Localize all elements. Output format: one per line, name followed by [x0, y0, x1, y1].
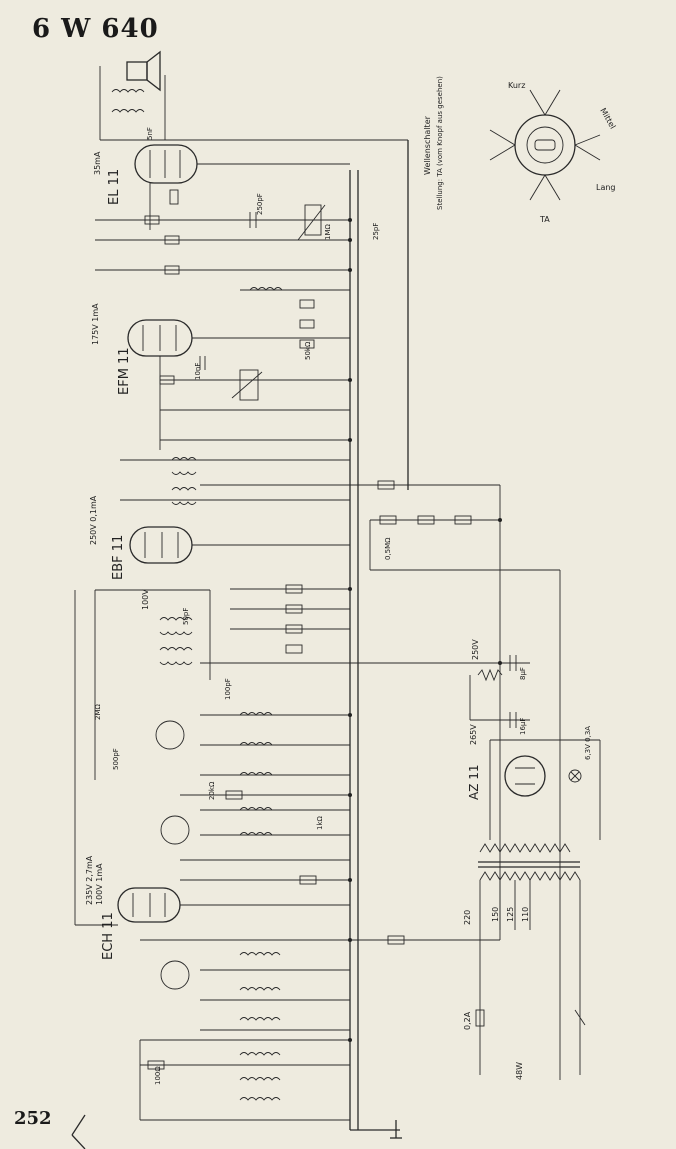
- detector-components: [200, 480, 561, 1080]
- efm11-label: EFM 11: [117, 347, 132, 395]
- cap-label-6: 25pF: [372, 223, 380, 240]
- az11-label: AZ 11: [467, 764, 481, 800]
- mains-125-label: 125: [506, 907, 515, 922]
- cap-label-5: 100pF: [224, 678, 232, 700]
- if-transformer-2: [94, 589, 211, 780]
- switch-ta-label: TA: [539, 215, 550, 224]
- az11-tube-icon: [489, 739, 601, 840]
- resistor-label-1: 1MΩ: [324, 224, 332, 240]
- wave-switch-diagram: [489, 89, 601, 201]
- switch-kurz-label: Kurz: [508, 81, 525, 90]
- antenna-input-icon: [71, 1114, 86, 1149]
- pilot-lamp-label: 6,3V 0,3A: [584, 726, 592, 760]
- el11-current-label: 35mA: [93, 151, 102, 175]
- resistor-label-7: 1kΩ: [316, 815, 324, 830]
- output-stage-components: [95, 189, 350, 291]
- switch-mittel-label: Mittel: [598, 107, 617, 131]
- hv-line: [200, 655, 530, 728]
- fuse-label: 0,2A: [463, 1011, 472, 1030]
- ech11-label: ECH 11: [101, 912, 116, 960]
- mains-transformer-icon: [475, 843, 586, 1075]
- model-title: 6 W 640: [32, 14, 159, 44]
- wave-switch-title: Wellenschalter: [423, 115, 432, 175]
- el11-label: EL 11: [107, 169, 122, 205]
- cap-label-1: 250pF: [256, 193, 264, 215]
- ground-bus: [349, 140, 409, 1139]
- resistor-label-5: 100Ω: [154, 1066, 162, 1085]
- ebf11-tube-icon: [129, 526, 350, 564]
- mains-110-label: 110: [521, 907, 530, 922]
- switch-lang-label: Lang: [596, 183, 616, 192]
- cap-label-2: 5nF: [146, 127, 154, 140]
- cap-label-8: 8μF: [519, 667, 527, 680]
- hv-voltage-label: 250V: [471, 639, 480, 660]
- af-stage-components: [159, 299, 350, 441]
- cap-label-3: 10nF: [194, 363, 202, 380]
- mains-150-label: 150: [491, 907, 500, 922]
- loudspeaker-icon: [99, 50, 408, 141]
- ech11-osc-label: 100V 1mA: [95, 863, 104, 905]
- ebf11-grid-label: 100V: [141, 589, 150, 610]
- tuning-coils: [155, 712, 350, 885]
- cap-label-4: 50pF: [182, 608, 190, 625]
- agc-resistor: [387, 935, 405, 945]
- ebf11-label: EBF 11: [111, 535, 126, 580]
- cap-label-7: 500pF: [112, 748, 120, 770]
- power-label: 48W: [515, 1062, 524, 1080]
- resistor-label-6: 20kΩ: [208, 781, 216, 800]
- az11-voltage-label: 265V: [469, 724, 478, 745]
- ech11-current-label: 235V 2,7mA: [85, 855, 94, 905]
- junction-dots: [348, 218, 502, 1042]
- efm11-current-label: 175V 1mA: [91, 303, 100, 345]
- switch-position-note: Stellung: TA (vom Knopf aus gesehen): [436, 76, 444, 210]
- el11-tube-icon: [134, 144, 350, 230]
- efm11-tube-icon: [127, 319, 350, 450]
- ebf11-current-label: 250V 0,1mA: [89, 495, 98, 545]
- resistor-label-4: 50kΩ: [304, 341, 312, 360]
- resistor-label-3: 0,5MΩ: [384, 537, 392, 560]
- resistor-label-2: 2MΩ: [94, 704, 102, 720]
- if-transformer-1: [120, 457, 350, 505]
- antenna-coils: [139, 939, 350, 1121]
- ech11-tube-icon: [74, 590, 350, 926]
- mains-220-label: 220: [463, 910, 472, 925]
- cap-label-9: 16μF: [519, 718, 527, 735]
- page-number: 252: [14, 1108, 52, 1129]
